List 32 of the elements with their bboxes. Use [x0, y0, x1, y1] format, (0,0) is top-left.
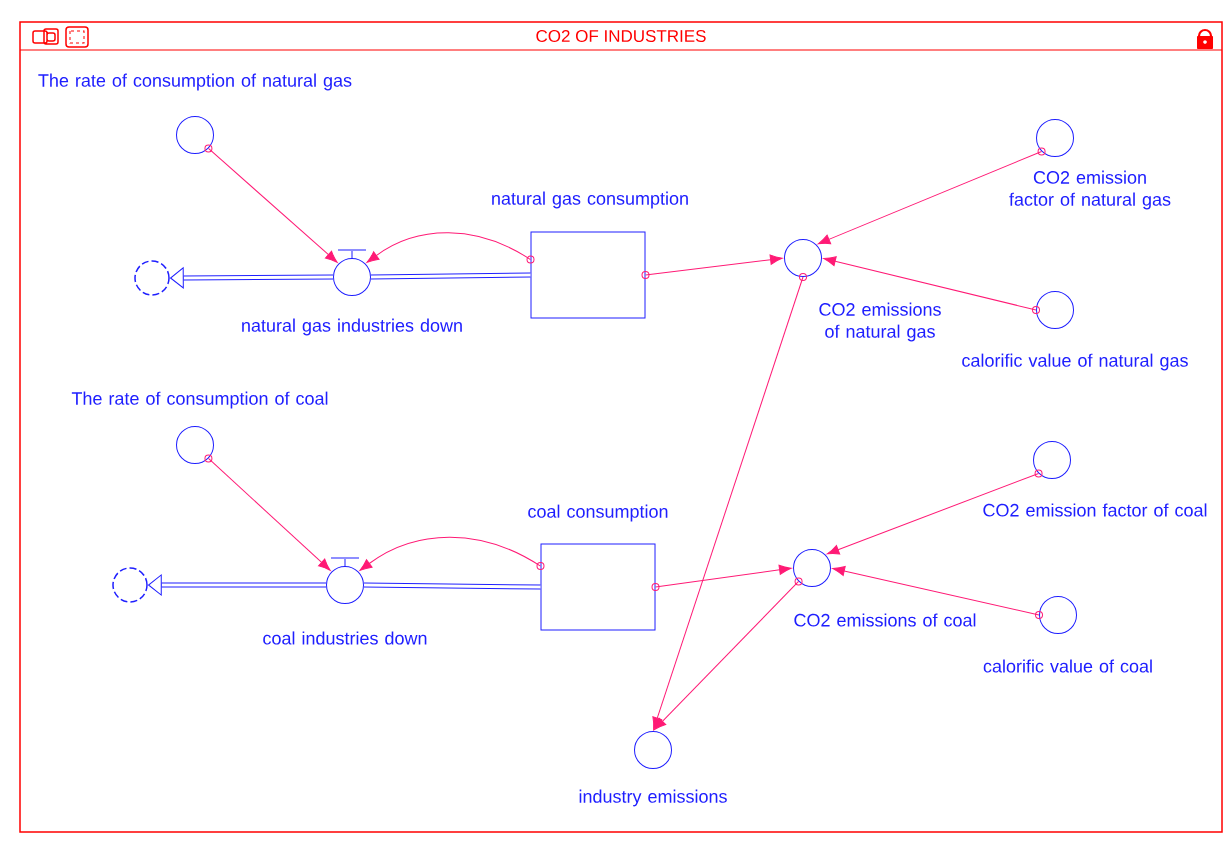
variable-label: calorific value of natural gas	[962, 353, 1188, 371]
flow-pipe	[170, 267, 333, 289]
flow-pipe	[148, 574, 326, 596]
connector-arrow	[366, 232, 531, 263]
connector-arrow	[653, 580, 800, 731]
flow-pipe	[363, 582, 541, 590]
connector-arrow	[207, 147, 338, 263]
connector-arrow	[652, 276, 804, 730]
cloud-icon	[134, 260, 170, 296]
connector-arrow	[359, 536, 541, 571]
variable-label: natural gas industries down	[242, 318, 462, 336]
variable-label: industry emissions	[579, 789, 727, 807]
variable-label: CO2 emission factor of natural gas	[1009, 170, 1171, 210]
variable-label: CO2 emissions of coal	[794, 613, 976, 627]
variable-label: coal consumption	[528, 504, 668, 522]
connector-arrow	[817, 150, 1043, 245]
variable-label: CO2 emission factor of coal	[983, 503, 1207, 517]
title: CO2 OF INDUSTRIES	[536, 30, 706, 43]
connector-arrow	[826, 472, 1040, 555]
connector-arrow	[207, 457, 331, 571]
variable-label: coal industries down	[263, 631, 427, 645]
connector-arrow	[655, 564, 792, 588]
variable-label: The rate of consumption of natural gas	[38, 73, 352, 91]
cloud-icon	[112, 567, 148, 603]
flow-pipe	[370, 272, 531, 280]
variable-label: The rate of consumption of coal	[71, 391, 328, 409]
variable-label: CO2 emissions of natural gas	[819, 302, 941, 342]
connector-arrow	[832, 566, 1040, 616]
connector-arrow	[645, 254, 783, 276]
variable-label: natural gas consumption	[492, 191, 688, 209]
connector-arrow	[823, 256, 1037, 311]
variable-label: calorific value of coal	[983, 659, 1152, 673]
